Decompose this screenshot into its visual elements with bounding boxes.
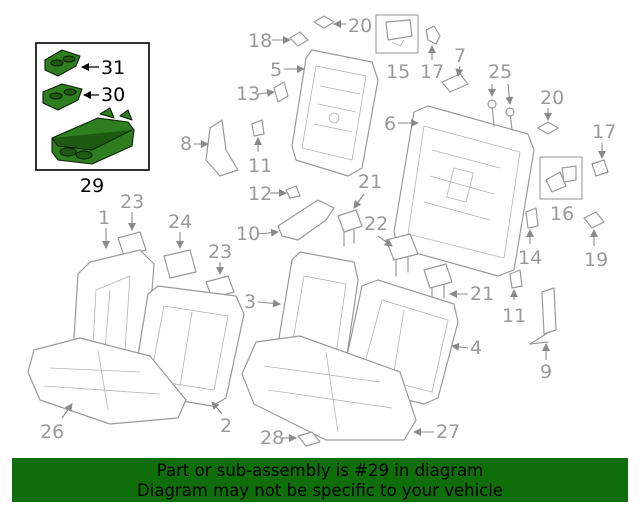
callout-2: 2 bbox=[220, 415, 232, 437]
callout-20-right: 20 bbox=[540, 87, 564, 109]
callout-8: 8 bbox=[180, 133, 192, 155]
callout-15: 15 bbox=[386, 61, 410, 83]
part-25-bolts[interactable] bbox=[487, 99, 515, 131]
part-6-seat-back-frame-right[interactable] bbox=[393, 105, 535, 277]
callout-9: 9 bbox=[540, 361, 552, 383]
callout-22: 22 bbox=[364, 213, 388, 235]
callout-26: 26 bbox=[40, 421, 64, 443]
part-21-headrest-upper[interactable] bbox=[337, 209, 363, 247]
part-28-clip[interactable] bbox=[297, 431, 321, 447]
callout-25: 25 bbox=[488, 61, 512, 83]
callout-1: 1 bbox=[98, 207, 110, 229]
callout-6: 6 bbox=[384, 113, 396, 135]
part-26-seat-cushion-cover[interactable] bbox=[27, 337, 187, 425]
callout-11-right: 11 bbox=[502, 305, 526, 327]
part-27-seat-cushion[interactable] bbox=[241, 335, 417, 441]
part-10-bracket[interactable] bbox=[277, 199, 335, 241]
part-20-clip-top[interactable] bbox=[313, 15, 335, 29]
callout-28: 28 bbox=[260, 427, 284, 449]
part-15-bracket[interactable] bbox=[385, 19, 413, 47]
callout-4: 4 bbox=[470, 337, 482, 359]
callout-3: 3 bbox=[244, 291, 256, 313]
part-12-clip[interactable] bbox=[285, 185, 301, 199]
part-11-latch-right[interactable] bbox=[509, 269, 523, 289]
part-7-cover[interactable] bbox=[441, 73, 469, 93]
part-16-bracket[interactable] bbox=[545, 165, 577, 193]
callout-14: 14 bbox=[518, 247, 542, 269]
callout-31: 31 bbox=[101, 57, 125, 79]
part-17-hinge-top[interactable] bbox=[425, 25, 441, 45]
part-17-hinge-right[interactable] bbox=[591, 159, 609, 177]
callout-21-upper: 21 bbox=[358, 171, 382, 193]
part-20-clip-right[interactable] bbox=[537, 121, 559, 135]
callout-13: 13 bbox=[236, 83, 260, 105]
banner-line-1: Part or sub-assembly is #29 in diagram bbox=[156, 461, 484, 480]
part-19-bracket[interactable] bbox=[583, 211, 605, 229]
callout-21-lower: 21 bbox=[470, 283, 494, 305]
part-18-clip[interactable] bbox=[289, 31, 309, 47]
callout-23-left: 23 bbox=[120, 191, 144, 213]
callout-27: 27 bbox=[436, 421, 460, 443]
callout-11-left: 11 bbox=[248, 155, 272, 177]
callout-18: 18 bbox=[248, 30, 272, 52]
part-24-headrest[interactable] bbox=[163, 249, 197, 279]
part-29-armrest-assembly[interactable] bbox=[51, 107, 135, 165]
callout-30: 30 bbox=[101, 84, 125, 106]
part-22-headrest[interactable] bbox=[385, 233, 419, 277]
part-14-latch[interactable] bbox=[525, 207, 539, 229]
callout-24: 24 bbox=[168, 211, 192, 233]
part-11-latch-left[interactable] bbox=[251, 119, 265, 137]
callout-16: 16 bbox=[550, 203, 574, 225]
part-21-headrest-lower[interactable] bbox=[423, 263, 453, 303]
callout-7: 7 bbox=[454, 45, 466, 67]
callout-29: 29 bbox=[80, 175, 104, 197]
callout-12: 12 bbox=[248, 183, 272, 205]
callout-20-top: 20 bbox=[348, 15, 372, 37]
banner-line-2: Diagram may not be specific to your vehi… bbox=[137, 481, 503, 500]
callout-17-top: 17 bbox=[420, 61, 444, 83]
part-8-bracket[interactable] bbox=[205, 119, 239, 177]
callout-19: 19 bbox=[584, 249, 608, 271]
callout-23-mid: 23 bbox=[208, 241, 232, 263]
part-13-clip[interactable] bbox=[273, 81, 289, 103]
part-31-cup-holder-insert[interactable] bbox=[44, 49, 81, 77]
callout-17-right: 17 bbox=[592, 121, 616, 143]
part-9-strap[interactable] bbox=[529, 287, 557, 345]
info-banner: Part or sub-assembly is #29 in diagram D… bbox=[12, 458, 628, 502]
callout-5: 5 bbox=[270, 59, 282, 81]
part-30-cup-holder-base[interactable] bbox=[42, 83, 83, 111]
part-5-seat-back-frame-left[interactable] bbox=[291, 49, 379, 177]
callout-10: 10 bbox=[236, 223, 260, 245]
